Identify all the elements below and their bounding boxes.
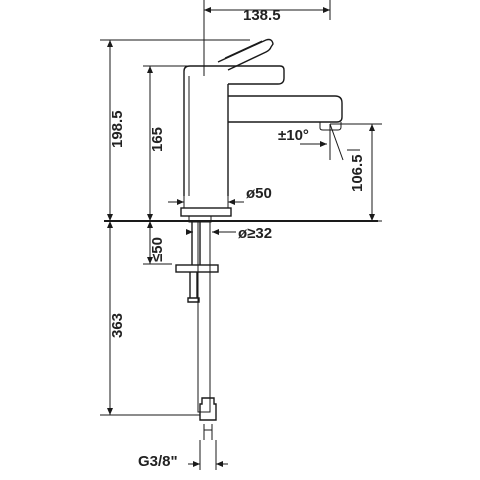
faucet-body (183, 71, 229, 196)
base-flange (180, 207, 232, 217)
under-deck-assembly (175, 215, 219, 440)
dim-deck-thickness: ≤50 (149, 237, 166, 262)
faucet-outline (104, 38, 378, 222)
dim-connection-thread: G3/8" (138, 453, 178, 470)
spout (228, 95, 343, 123)
dim-outlet-height: 106.5 (349, 154, 366, 192)
dim-hose-length: 363 (109, 313, 126, 338)
lever-handle (217, 38, 274, 71)
dim-reach: 138.5 (243, 7, 281, 24)
dim-total-height: 198.5 (109, 110, 126, 148)
dim-body-diameter: ø50 (246, 185, 272, 202)
dim-spout-height: 165 (149, 127, 166, 152)
fixing-plate (175, 264, 219, 273)
dim-aerator-angle: ±10° (278, 127, 309, 144)
dimension-lines (100, 0, 382, 470)
dim-hole-diameter: ø≥32 (238, 225, 272, 242)
top-cap (183, 65, 285, 85)
connection-nut (199, 397, 217, 421)
